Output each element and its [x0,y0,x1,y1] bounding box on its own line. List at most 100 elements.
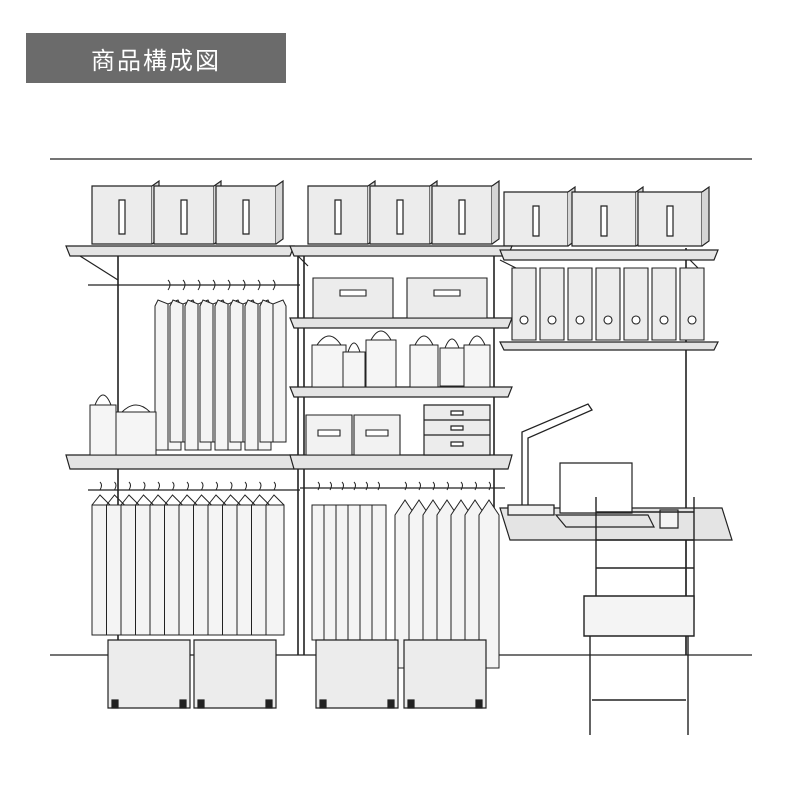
shirt [266,505,284,635]
file-folder [596,268,620,340]
file-box-handle [533,206,539,236]
caster [112,700,118,708]
hanger-hook [198,280,200,290]
hanger-hook [318,482,320,490]
hanger-hook [330,482,332,490]
shirt-collar [266,495,284,505]
shirt-collar [136,495,154,505]
shirt-collar [194,495,212,505]
file-box-handle [397,200,403,234]
caster [266,700,272,708]
file-box-handle [119,200,125,234]
hanger-hook [158,482,160,490]
file-box-handle [335,200,341,234]
hanger-hook [144,482,146,490]
file-folder [680,268,704,340]
lidded-box [313,278,393,318]
file-folder [624,268,648,340]
drawer-pull [451,426,463,430]
hanger-hook [433,482,435,490]
file-box-handle [667,206,673,236]
hanger-hook [243,280,245,290]
hanger-hook [475,482,477,490]
shelf-board [290,246,512,256]
hanger-hook [216,482,218,490]
caster [320,700,326,708]
file-box-icon [92,181,709,246]
bag-handle [348,343,360,352]
hanger-hook [258,280,260,290]
file-box-handle [459,200,465,234]
bracket [298,256,308,266]
hanger-hook [260,482,262,490]
file-box-handle [181,200,187,234]
box-handle [340,290,366,296]
handbag [116,412,156,455]
hanger-hook [115,482,117,490]
shirt-collar [121,495,139,505]
shirt-icon [92,280,499,668]
lamp-base [508,505,554,515]
shelf-board [290,387,512,397]
laptop-icon [556,463,678,528]
hanger-hook [129,482,131,490]
chair-icon [584,497,694,735]
bin-handle [318,430,340,436]
file-box-side [702,187,709,246]
bag-handle [371,331,391,340]
file-folder [652,268,676,340]
hanger-hook [100,482,102,490]
floor-drawer [404,640,486,708]
hanger-hook [183,280,185,290]
shirt-collar [165,495,183,505]
hanger-hook [366,482,368,490]
hanger-hook [173,482,175,490]
hanger-hook [231,482,233,490]
bag-handle [122,405,150,412]
hanger-hook [273,280,275,290]
hanger-hook [274,482,276,490]
shirt-collar [92,495,110,505]
caster [388,700,394,708]
hanger-hook [168,280,170,290]
box-handle [434,290,460,296]
bag-handle [469,336,485,345]
handbag [343,352,365,387]
shelf-boards [66,246,718,469]
storage-items [306,278,487,455]
chair-seat [584,596,694,636]
caster [408,700,414,708]
handbag [366,340,396,387]
bag-handle [95,395,111,405]
mug [660,510,678,528]
folder-hole [688,316,696,324]
hanger-hook [245,482,247,490]
bag-handle [317,336,341,345]
hanger-hook [213,280,215,290]
chair-posts [596,497,694,610]
bag-handle [445,339,459,348]
hanger-hook [202,482,204,490]
folder-hole [660,316,668,324]
folder-hole [632,316,640,324]
drawer-pull [451,411,463,415]
file-folder [568,268,592,340]
lidded-box [407,278,487,318]
desk-lamp-icon [508,404,592,515]
hanger-hook [228,280,230,290]
hanger-hook [342,482,344,490]
lamp-arm [522,404,592,505]
file-folder [512,268,536,340]
shirt-collar [252,495,270,505]
shelf-board [290,455,512,469]
file-box-side [492,181,499,244]
caster [180,700,186,708]
floor-drawer [316,640,398,708]
shirt-collar [208,495,226,505]
shirt-collar [223,495,241,505]
handbag [440,348,464,386]
floor-drawer [194,640,276,708]
hanger-hook [354,482,356,490]
file-box-handle [243,200,249,234]
